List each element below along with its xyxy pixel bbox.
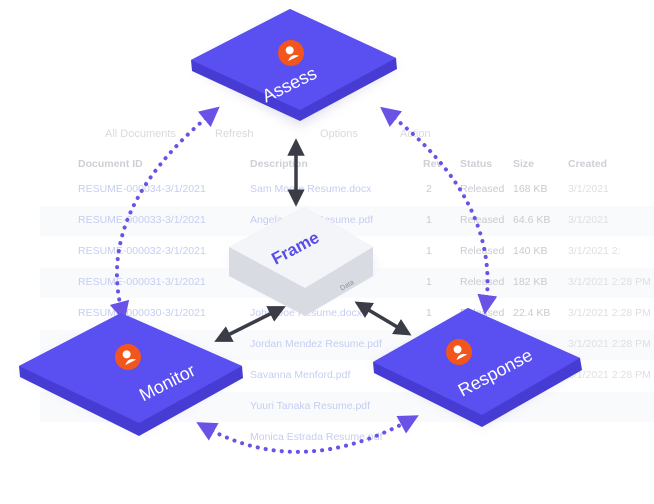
table-cell-created: 3/1/2021 (568, 214, 609, 226)
table-cell-size: 64.6 KB (513, 214, 551, 226)
table-cell-created: 3/1/2021 2:28 PM (568, 369, 651, 381)
user-icon (115, 344, 141, 370)
table-cell-created: 3/1/2021 2:28 PM (568, 338, 651, 350)
node-assess[interactable]: Assess (191, 9, 397, 125)
table-cell-description[interactable]: Savanna Menford.pdf (250, 369, 351, 381)
node-response[interactable]: Response (373, 308, 582, 427)
table-cell-created: 3/1/2021 2:28 PM (568, 276, 651, 288)
user-icon (446, 339, 472, 365)
dotted-connector-monitor-response (196, 415, 419, 454)
table-cell-created: 3/1/2021 (568, 183, 609, 195)
table-cell-description[interactable]: Yuuri Tanaka Resume.pdf (250, 400, 371, 412)
header-size: Size (513, 158, 535, 170)
node-frame[interactable]: Frame Data (229, 207, 376, 316)
user-icon (278, 40, 304, 66)
table-cell-created: 3/1/2021 2: (568, 245, 621, 257)
dotted-connector-assess-monitor (109, 106, 220, 322)
header-created: Created (568, 158, 608, 170)
toolbar-refresh[interactable]: Refresh (215, 128, 254, 140)
table-cell-description[interactable]: Sam Moore Resume.docx (250, 183, 372, 195)
table-cell-size: 168 KB (513, 183, 548, 195)
table-cell-size: 182 KB (513, 276, 548, 288)
table-cell-size: 140 KB (513, 245, 548, 257)
toolbar-options[interactable]: Options (320, 128, 358, 140)
arrow-frame-response (354, 301, 412, 336)
node-monitor[interactable]: Monitor (19, 313, 243, 436)
arrow-frame-monitor (214, 306, 286, 342)
dotted-connector-assess-response (380, 106, 498, 315)
table-cell-created: 3/1/2021 2:28 PM (568, 307, 651, 319)
table-cell-size: 22.4 KB (513, 307, 551, 319)
